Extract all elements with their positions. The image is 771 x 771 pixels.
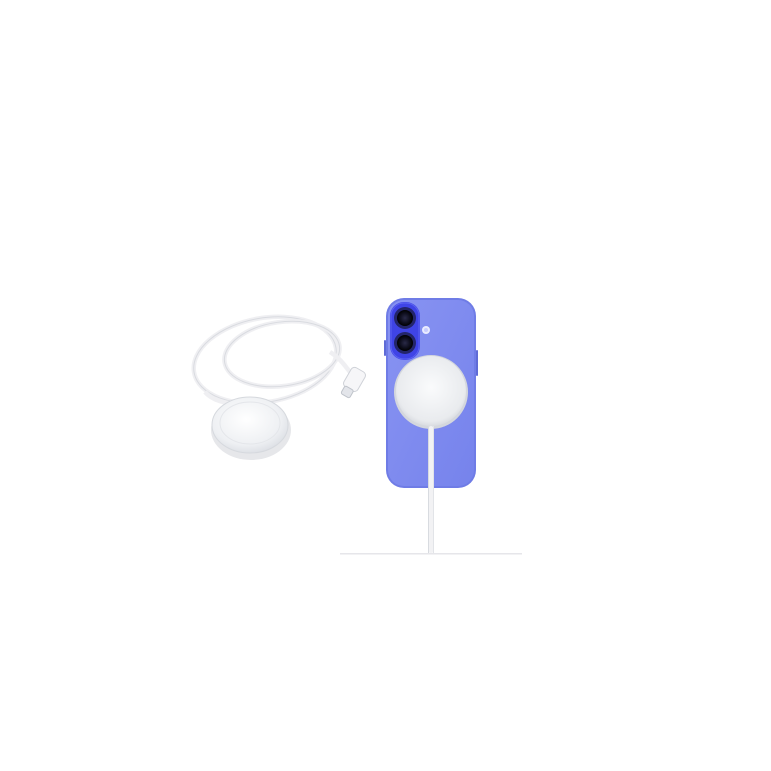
camera-bump-highlight	[390, 302, 420, 360]
charger-disc	[396, 356, 466, 426]
camera-lens-bottom	[397, 335, 413, 351]
phone-back	[384, 298, 478, 488]
charger-puck	[211, 396, 289, 454]
cable-to-connector	[328, 350, 352, 374]
charger-attached-to-phone	[394, 355, 468, 429]
phone-side-button	[384, 340, 386, 356]
cable-loop-inner-shade	[223, 320, 341, 388]
magsafe-charger-with-cable	[191, 314, 366, 460]
charger-puck-face	[219, 401, 281, 445]
camera-flash-inner	[424, 328, 428, 332]
cable-loop-inner	[222, 319, 342, 389]
surface-line	[340, 553, 522, 555]
phone-side-button-2	[476, 350, 478, 376]
charger-cable-down	[428, 426, 434, 553]
usb-c-connector-icon	[340, 366, 366, 399]
cable-loop-outer-shade	[193, 316, 337, 404]
camera-lens-top	[397, 310, 413, 326]
